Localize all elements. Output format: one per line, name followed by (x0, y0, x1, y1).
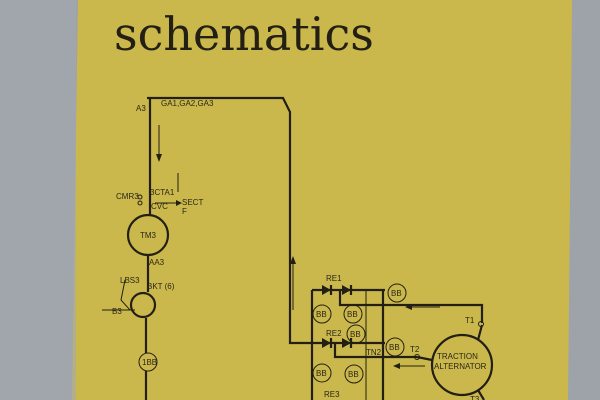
svg-text:TM3: TM3 (140, 231, 157, 240)
svg-text:TRACTION: TRACTION (437, 352, 478, 361)
svg-text:CMR3: CMR3 (116, 192, 139, 201)
svg-text:TN2: TN2 (366, 348, 382, 357)
svg-text:F: F (182, 207, 187, 216)
svg-text:RE3: RE3 (324, 390, 340, 399)
svg-text:3CTA1: 3CTA1 (150, 188, 175, 197)
svg-text:RE1: RE1 (326, 274, 342, 283)
cover-paper (72, 0, 572, 400)
svg-text:BKT (6): BKT (6) (147, 282, 175, 291)
tm3-motor (126, 213, 170, 257)
svg-text:BB: BB (316, 310, 327, 319)
svg-text:ALTERNATOR: ALTERNATOR (434, 362, 487, 371)
svg-text:BB: BB (347, 310, 358, 319)
svg-text:BB: BB (391, 289, 402, 298)
left-background (0, 0, 76, 400)
svg-text:B3: B3 (112, 307, 122, 316)
schematic-diagram (102, 96, 494, 400)
breaker-circle (129, 291, 157, 319)
svg-text:SECT: SECT (182, 198, 203, 207)
svg-text:GA1,GA2,GA3: GA1,GA2,GA3 (161, 99, 214, 108)
svg-text:T1: T1 (465, 316, 475, 325)
svg-text:1BB: 1BB (142, 358, 157, 367)
schematic-labels: A3 GA1,GA2,GA3 CMR3 3CTA1 CVC SECT F TM3… (112, 99, 487, 400)
svg-text:BB: BB (389, 343, 400, 352)
svg-text:T2: T2 (410, 345, 420, 354)
svg-text:AA3: AA3 (149, 258, 165, 267)
svg-text:RE2: RE2 (326, 329, 342, 338)
svg-text:BB: BB (350, 330, 361, 339)
svg-text:BB: BB (316, 369, 327, 378)
cover-title: schematics (114, 7, 374, 61)
svg-text:LBS3: LBS3 (120, 276, 140, 285)
traction-alternator (430, 333, 494, 397)
svg-text:T3: T3 (470, 395, 480, 400)
svg-text:BB: BB (348, 370, 359, 379)
svg-text:CVC: CVC (151, 202, 168, 211)
svg-text:A3: A3 (136, 104, 146, 113)
